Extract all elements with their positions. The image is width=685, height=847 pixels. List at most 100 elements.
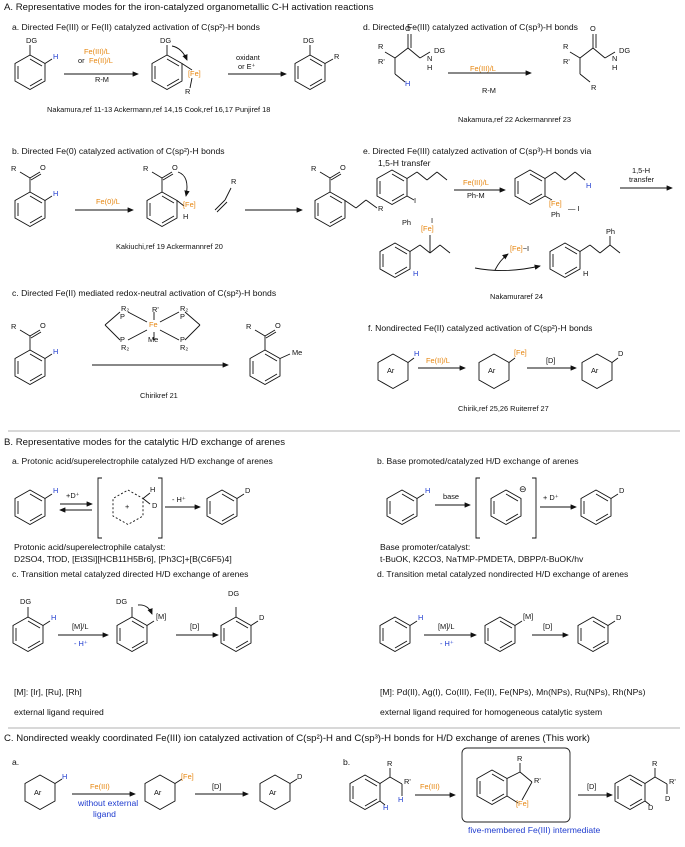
- h-label: H: [183, 212, 189, 221]
- r-label: R': [404, 777, 411, 786]
- benzene-ring: [14, 45, 53, 91]
- r-label: R: [11, 322, 17, 331]
- ligand-note-nondirected: external ligand required for homogeneous…: [380, 707, 603, 717]
- panel-a-c-title: c. Directed Fe(II) mediated redox-neutra…: [12, 288, 277, 298]
- r-label: R: [311, 164, 317, 173]
- d-label: D: [618, 349, 624, 358]
- panel-a-e-title: e. Directed Fe(III) catalyzed activation…: [363, 146, 592, 156]
- benzene-ring: [376, 169, 448, 206]
- panel-a-f-title: f. Nondirected Fe(II) catalyzed activati…: [368, 323, 593, 333]
- me-label: Me: [292, 348, 303, 357]
- fe-label: [Fe]: [514, 348, 527, 357]
- n-label: N: [427, 54, 433, 63]
- h-label: H: [414, 349, 420, 358]
- n-label: N: [612, 54, 618, 63]
- ar-label: Ar: [387, 366, 395, 375]
- proton-loss-label: - H⁺: [74, 639, 88, 648]
- ar-label: Ar: [34, 788, 42, 797]
- d-label: D: [259, 613, 265, 622]
- d-label: D: [245, 486, 251, 495]
- ph-label: Ph: [606, 227, 616, 236]
- o-label: O: [590, 24, 596, 33]
- ligand-label: R₂: [121, 343, 130, 352]
- benzene-ring: [249, 329, 291, 386]
- r-label: R: [387, 759, 393, 768]
- panel-b-d-title: d. Transition metal catalyzed nondirecte…: [377, 569, 629, 579]
- benzene-ring: [14, 489, 53, 526]
- refs-a-d: Nakamura,ref 22 Ackermannref 23: [458, 115, 571, 124]
- r-label: R': [534, 776, 541, 785]
- r-label: R: [185, 87, 191, 96]
- refs-a-e: Nakamuraref 24: [490, 292, 543, 301]
- dg-label: DG: [116, 597, 128, 606]
- dg-label: DG: [303, 36, 315, 45]
- ligand-label: P: [180, 335, 185, 344]
- r-label: R: [334, 52, 340, 61]
- benzene-ring: [151, 45, 193, 91]
- ligand-label: Me: [148, 335, 159, 344]
- reagent-label: R-M: [95, 75, 109, 84]
- catalyst-label: Fe(III)/L: [84, 47, 110, 56]
- h-label: H: [418, 613, 424, 622]
- panel-b-c-title: c. Transition metal catalyzed directed H…: [12, 569, 249, 579]
- amide-product: [569, 34, 616, 83]
- benzene-ring: [206, 489, 245, 526]
- dg-label: DG: [20, 597, 32, 606]
- panel-a-b-title: b. Directed Fe(0) catalyzed activation o…: [12, 146, 225, 156]
- catalyst-label: Fe(III): [420, 782, 440, 791]
- h-label: H: [427, 63, 433, 72]
- catalyst-label: Fe(0)/L: [96, 197, 120, 206]
- catalyst-label: Fe(II)/L: [426, 356, 450, 365]
- i-label: — I: [568, 204, 580, 213]
- h-label: H: [51, 613, 57, 622]
- catalyst-label: Fe(III)/L: [470, 64, 496, 73]
- benzene-ring: [144, 774, 183, 811]
- h-label: H: [413, 269, 419, 278]
- ligand-free-note: without external: [78, 798, 139, 808]
- base-label: base: [443, 492, 460, 501]
- fe-iodide-label: [Fe]−I: [510, 244, 530, 253]
- fe-label: [Fe]: [188, 69, 201, 78]
- r-label: R: [231, 177, 237, 186]
- r-label: R: [652, 759, 658, 768]
- dg-label: DG: [160, 36, 172, 45]
- or-label: or: [78, 56, 85, 65]
- i-label: I: [414, 196, 417, 205]
- d-label: D: [619, 486, 625, 495]
- oxidant-label: oxidant: [236, 53, 260, 62]
- h-label: H: [398, 795, 404, 804]
- h-label: H: [583, 269, 589, 278]
- fe-label: [Fe]: [421, 224, 434, 233]
- d-label: D: [297, 772, 303, 781]
- refs-a-c: Chirikref 21: [140, 391, 178, 400]
- benzene-ring: [116, 604, 155, 653]
- benzene-ring: [349, 768, 403, 811]
- metal-list-nondirected: [M]: Pd(II), Ag(I), Co(III), Fe(II), Fe(…: [380, 687, 646, 697]
- fe-dmpe-catalyst: [104, 311, 201, 341]
- d-reagent-label: [D]: [546, 356, 556, 365]
- fe-label: [Fe]: [549, 199, 562, 208]
- panel-c-b-label: b.: [343, 757, 351, 767]
- deuteron-label: +D⁺: [66, 491, 80, 500]
- ligand-note-directed: external ligand required: [14, 707, 104, 717]
- ph-label: Ph: [551, 210, 561, 219]
- ligand-label: R₂: [180, 343, 189, 352]
- r-label: R: [563, 42, 569, 51]
- reagent-label: Ph-M: [467, 191, 485, 200]
- r-label: R: [11, 164, 17, 173]
- metal-label: [M]: [523, 612, 534, 621]
- benzene-ring: [14, 171, 53, 228]
- benzene-ring: [294, 45, 334, 91]
- ar-label: Ar: [154, 788, 162, 797]
- d-label: D: [665, 794, 671, 803]
- proton-loss-label: - H⁺: [440, 639, 454, 648]
- transfer-label: transfer: [629, 175, 655, 184]
- dg-label: DG: [26, 36, 38, 45]
- ar-label: Ar: [591, 366, 599, 375]
- d-label: D: [648, 803, 654, 812]
- benzene-ring: [580, 489, 619, 526]
- r-label: R: [517, 754, 523, 763]
- electrophile-label: or E⁺: [238, 62, 256, 71]
- catalyst-label: Fe(III)/L: [463, 178, 489, 187]
